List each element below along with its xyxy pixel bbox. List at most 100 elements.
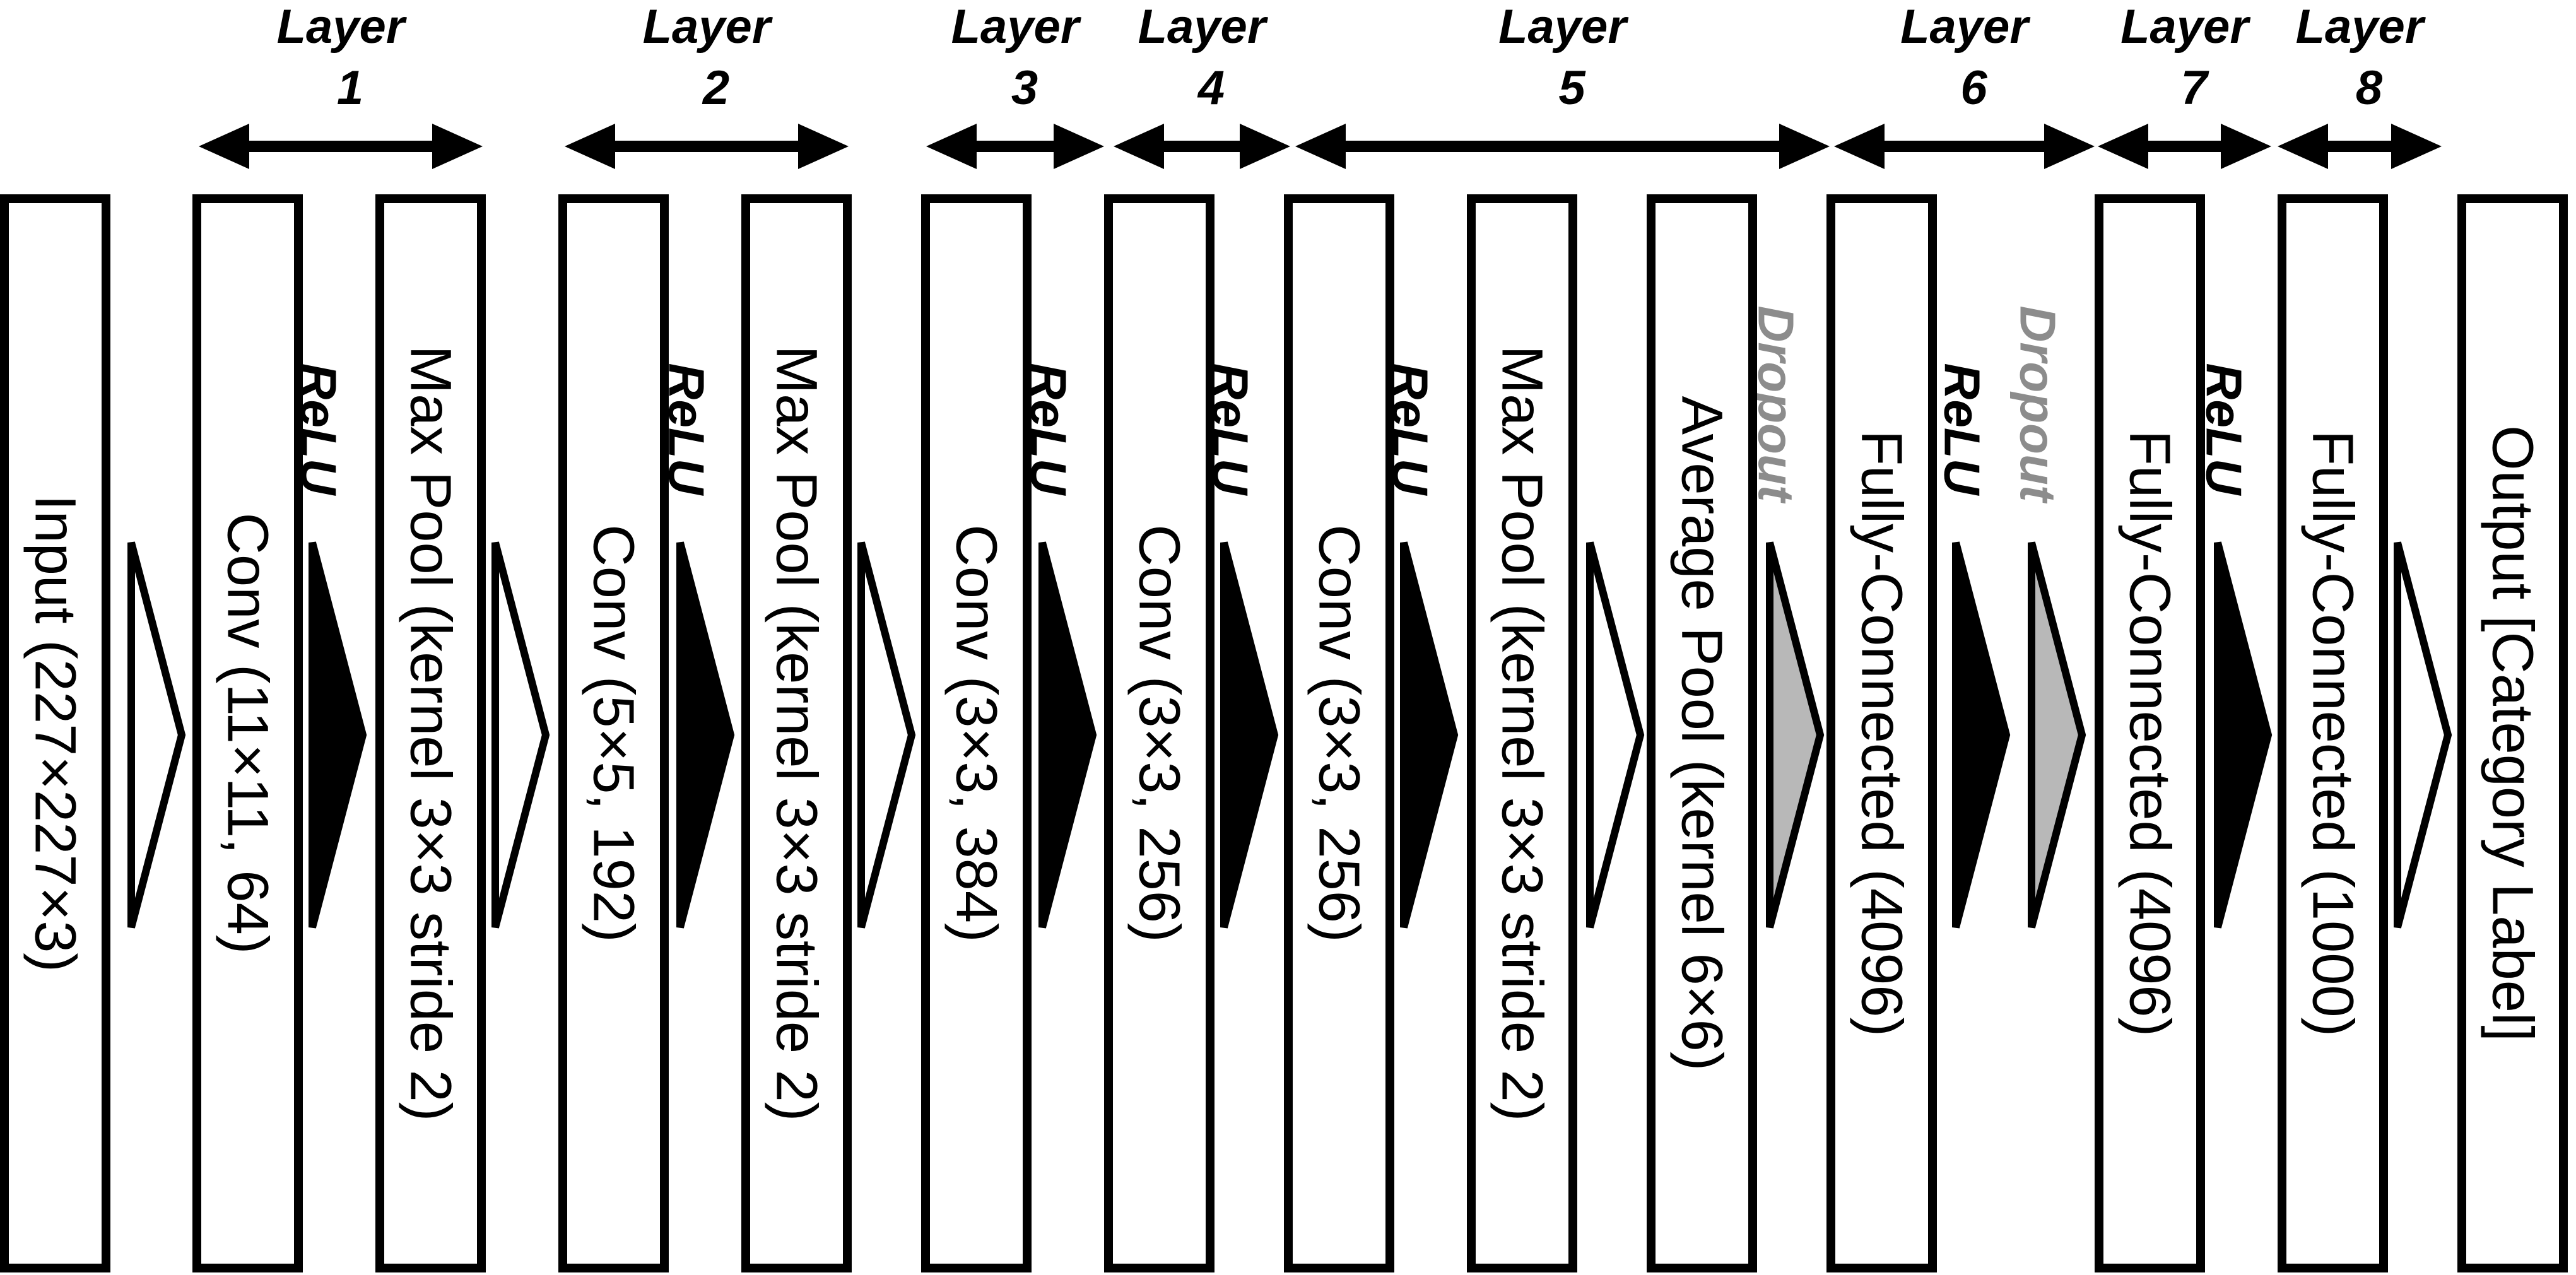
- relu-arrow-icon: [1038, 541, 1097, 929]
- layer-box-8: Max Pool (kernel 3×3 stride 2): [1467, 194, 1577, 1272]
- layer-box-frame: [1647, 194, 1757, 1272]
- layer-box-3: Conv (5×5, 192): [558, 194, 669, 1272]
- connector-relu-3: ReLU: [659, 363, 735, 929]
- layer-box-frame: [921, 194, 1032, 1272]
- layer-number: 1: [337, 61, 363, 115]
- double-arrow-icon: [926, 124, 1104, 169]
- layer-word: Layer: [2296, 0, 2426, 54]
- layer-box-label: Conv (3×3, 256): [1127, 524, 1192, 942]
- double-arrow-icon: [565, 124, 849, 169]
- layer-box-label: Max Pool (kernel 3×3 stride 2): [1490, 346, 1555, 1122]
- connector-relu-12: ReLU: [2196, 363, 2273, 929]
- connector-plain-2: [491, 541, 550, 929]
- layer-span-2: Layer 2: [565, 0, 849, 169]
- connector-plain-0: [127, 541, 186, 929]
- layer-box-frame: [2457, 194, 2568, 1272]
- dropout-arrow-icon: [2028, 541, 2086, 929]
- layer-box-label: Output [Category Label]: [2481, 425, 2545, 1042]
- plain-arrow-icon: [857, 541, 916, 929]
- layer-word: Layer: [1900, 0, 2031, 54]
- layer-box-label: Max Pool (kernel 3×3 stride 2): [765, 346, 829, 1122]
- layer-box-5: Conv (3×3, 384): [921, 194, 1032, 1272]
- layer-box-label: Fully-Connected (1000): [2301, 430, 2365, 1037]
- plain-arrow-icon: [1586, 541, 1645, 929]
- layer-number: 2: [702, 61, 729, 115]
- layer-number: 3: [1011, 61, 1038, 115]
- layer-box-frame: [1284, 194, 1394, 1272]
- layer-word: Layer: [1498, 0, 1629, 54]
- layer-spans: Layer1Layer2Layer3Layer4Layer5Layer6Laye…: [199, 0, 2442, 169]
- layer-number: 8: [2356, 61, 2383, 115]
- layer-box-label: Average Pool (kernel 6×6): [1670, 396, 1734, 1071]
- layer-span-1: Layer 1: [199, 0, 483, 169]
- connector-dropout-11: Dropout: [2010, 305, 2086, 929]
- layer-box-label: Conv (3×3, 256): [1307, 524, 1372, 942]
- layer-word: Layer: [1138, 0, 1269, 54]
- connector-plain-13: [2394, 541, 2452, 929]
- connector-plain-8: [1586, 541, 1645, 929]
- plain-arrow-icon: [2394, 541, 2452, 929]
- layer-box-frame: [2095, 194, 2205, 1272]
- layer-box-4: Max Pool (kernel 3×3 stride 2): [741, 194, 852, 1272]
- layer-box-frame: [192, 194, 303, 1272]
- double-arrow-icon: [2098, 124, 2271, 169]
- layer-box-1: Conv (11×11, 64): [192, 194, 303, 1272]
- layer-box-frame: [558, 194, 669, 1272]
- relu-arrow-icon: [676, 541, 735, 929]
- layer-box-frame: [1104, 194, 1214, 1272]
- layer-word: Layer: [277, 0, 408, 54]
- layer-box-label: Conv (11×11, 64): [216, 513, 280, 955]
- plain-arrow-icon: [491, 541, 550, 929]
- relu-arrow-icon: [1400, 541, 1459, 929]
- layer-box-label: Conv (5×5, 192): [582, 524, 646, 942]
- relu-label: ReLU: [1934, 363, 1991, 496]
- layer-box-label: Conv (3×3, 384): [944, 524, 1009, 942]
- layer-box-13: Output [Category Label]: [2457, 194, 2568, 1272]
- layer-box-9: Average Pool (kernel 6×6): [1647, 194, 1757, 1272]
- layer-word: Layer: [643, 0, 773, 54]
- connector-plain-4: [857, 541, 916, 929]
- layer-number: 6: [1960, 61, 1987, 115]
- dropout-label: Dropout: [1748, 305, 1804, 503]
- relu-arrow-icon: [1220, 541, 1279, 929]
- layer-boxes: Input (227×227×3) Conv (11×11, 64) Max Poo…: [0, 194, 2568, 1272]
- layer-box-frame: [0, 194, 110, 1272]
- connector-relu-10: ReLU: [1934, 363, 2011, 929]
- layer-box-11: Fully-Connected (4096): [2095, 194, 2205, 1272]
- relu-label: ReLU: [2196, 363, 2252, 496]
- dropout-label: Dropout: [2010, 305, 2066, 503]
- layer-box-frame: [1826, 194, 1937, 1272]
- layer-span-8: Layer 8: [2278, 0, 2442, 169]
- layer-span-6: Layer 6: [1834, 0, 2095, 169]
- layer-word: Layer: [951, 0, 1082, 54]
- layer-span-4: Layer 4: [1114, 0, 1290, 169]
- layer-box-label: Fully-Connected (4096): [1850, 430, 1914, 1037]
- dropout-arrow-icon: [1766, 541, 1825, 929]
- layer-number: 7: [2180, 61, 2209, 115]
- relu-arrow-icon: [1952, 541, 2011, 929]
- layer-box-frame: [2278, 194, 2388, 1272]
- layer-box-label: Max Pool (kernel 3×3 stride 2): [399, 346, 463, 1122]
- layer-box-12: Fully-Connected (1000): [2278, 194, 2388, 1272]
- connector-dropout-9: Dropout: [1748, 305, 1825, 929]
- double-arrow-icon: [1834, 124, 2095, 169]
- layer-box-0: Input (227×227×3): [0, 194, 110, 1272]
- plain-arrow-icon: [127, 541, 186, 929]
- double-arrow-icon: [1295, 124, 1830, 169]
- layer-box-6: Conv (3×3, 256): [1104, 194, 1214, 1272]
- layer-box-label: Input (227×227×3): [23, 495, 88, 972]
- layer-box-10: Fully-Connected (4096): [1826, 194, 1937, 1272]
- double-arrow-icon: [2278, 124, 2442, 169]
- relu-arrow-icon: [2214, 541, 2273, 929]
- double-arrow-icon: [1114, 124, 1290, 169]
- layer-box-2: Max Pool (kernel 3×3 stride 2): [375, 194, 486, 1272]
- layer-box-frame: [1467, 194, 1577, 1272]
- layer-span-3: Layer 3: [926, 0, 1104, 169]
- layer-number: 4: [1197, 61, 1225, 115]
- double-arrow-icon: [199, 124, 483, 169]
- relu-arrow-icon: [309, 541, 367, 929]
- layer-box-7: Conv (3×3, 256): [1284, 194, 1394, 1272]
